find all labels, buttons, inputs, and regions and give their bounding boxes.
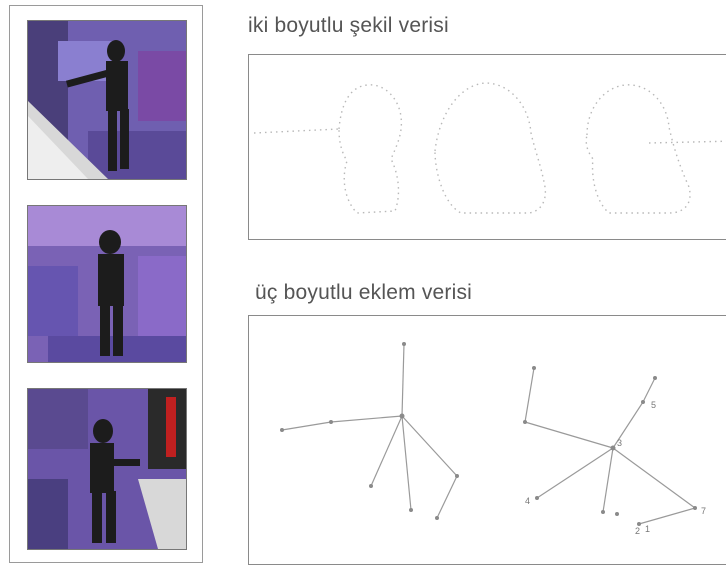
- shape-silhouettes: [253, 82, 726, 214]
- video-frame-3: [27, 388, 187, 550]
- silhouette-2: [434, 82, 547, 214]
- joint-label-1: 1: [645, 524, 650, 534]
- video-frames-panel: [9, 5, 203, 563]
- joint-label-2: 2: [635, 526, 640, 536]
- video-frame-2: [27, 205, 187, 363]
- baseline-right: [648, 140, 726, 144]
- shape-data-panel: [248, 54, 726, 240]
- video-frame-1: [27, 20, 187, 180]
- joint-label-5: 5: [651, 400, 656, 410]
- skeleton-left: [281, 343, 458, 519]
- silhouette-1: [338, 84, 403, 214]
- joint-data-panel: 3 5 4 2 1 7: [248, 315, 726, 565]
- joint-data-title: üç boyutlu eklem verisi: [255, 281, 473, 304]
- shape-data-title: iki boyutlu şekil verisi: [248, 14, 449, 37]
- joint-skeletons: 3 5 4 2 1 7: [280, 342, 706, 536]
- joint-label-7: 7: [701, 506, 706, 516]
- baseline-left: [253, 128, 340, 134]
- skeleton-right: [524, 367, 696, 525]
- silhouette-3: [585, 84, 691, 214]
- joint-label-4: 4: [525, 496, 530, 506]
- joint-label-3: 3: [617, 438, 622, 448]
